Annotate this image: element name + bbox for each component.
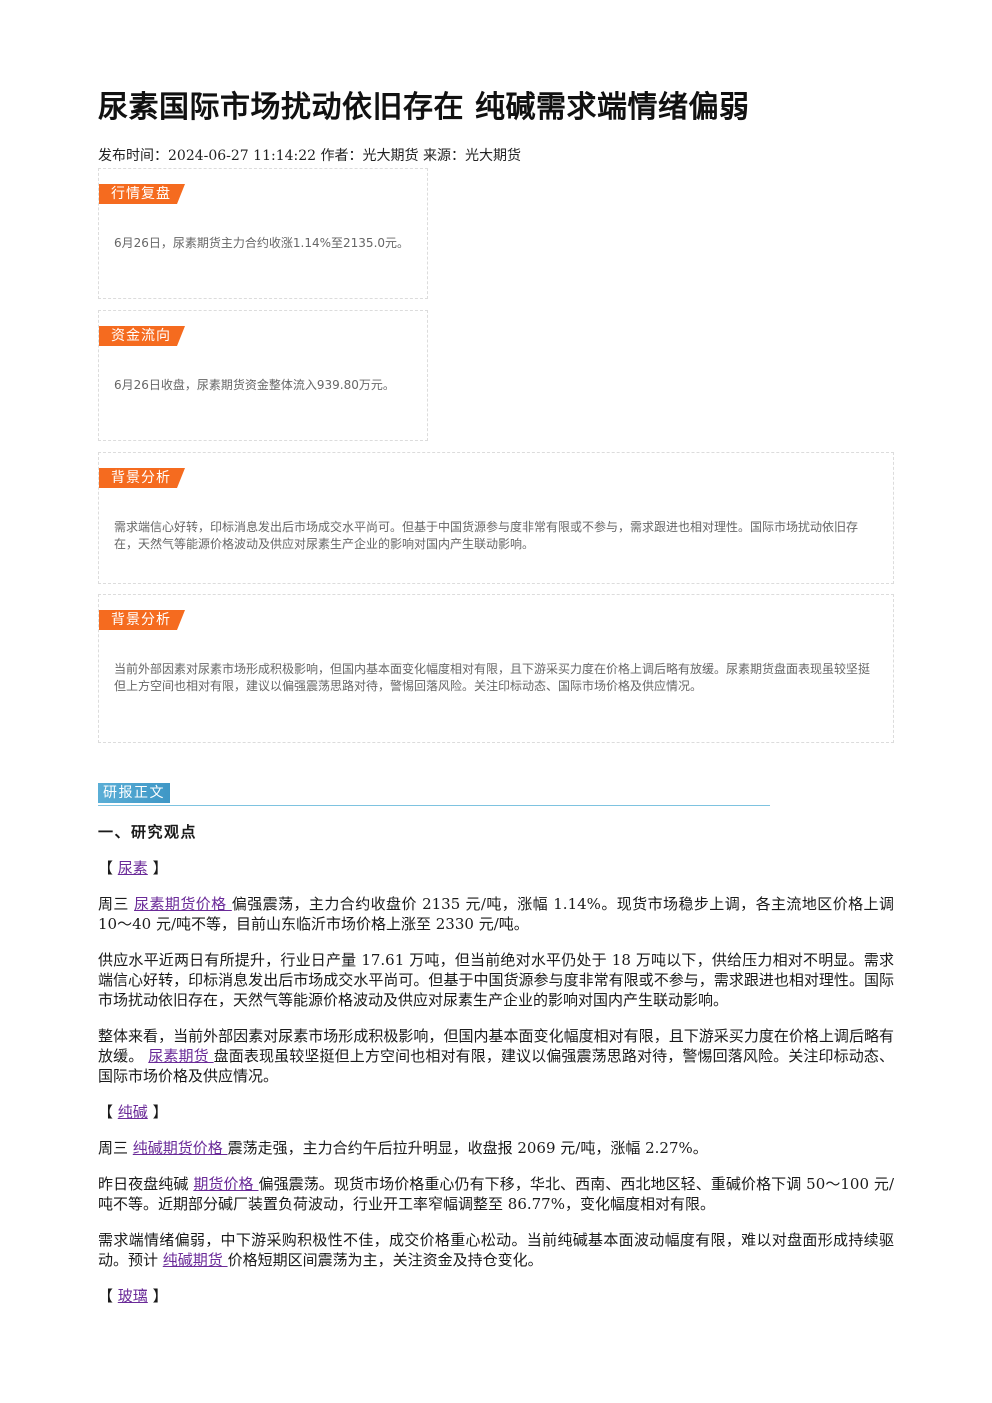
source: 光大期货 [464, 148, 521, 164]
text: 需求端情绪偏弱，中下游采购积极性不佳，成交价格重心松动。当前纯碱基本面波动幅度有… [98, 1231, 894, 1269]
soda-paragraph-1: 周三 纯碱期货价格 震荡走强，主力合约午后拉升明显，收盘报 2069 元/吨，涨… [98, 1138, 894, 1158]
summary-tag: 背景分析 [99, 610, 185, 630]
summary-text: 6月26日，尿素期货主力合约收涨1.14%至2135.0元。 [114, 236, 410, 250]
soda-heading: 【 纯碱 】 [98, 1102, 894, 1122]
soda-link[interactable]: 纯碱 [117, 1103, 148, 1121]
soda-futures-price-link[interactable]: 纯碱期货价格 [132, 1139, 228, 1157]
text: 偏强震荡。现货市场价格重心仍有下移，华北、西南、西北地区轻、重碱价格下调 50～… [98, 1175, 895, 1213]
urea-paragraph-3: 整体来看，当前外部因素对尿素市场形成积极影响，但国内基本面变化幅度相对有限，且下… [98, 1026, 894, 1086]
heading-research-view: 一、研究观点 [98, 823, 198, 841]
article: 尿素国际市场扰动依旧存在 纯碱需求端情绪偏弱 发布时间：2024-06-27 1… [98, 88, 894, 1306]
soda-futures-link[interactable]: 纯碱期货 [162, 1251, 228, 1269]
author-label: 作者： [316, 148, 363, 164]
urea-futures-link[interactable]: 尿素期货 [148, 1047, 214, 1065]
publish-time-label: 发布时间： [98, 148, 168, 164]
summary-text: 需求端信心好转，印标消息发出后市场成交水平尚可。但基于中国货源参与度非常有限或不… [114, 520, 859, 551]
soda-paragraph-2: 昨日夜盘纯碱 期货价格 偏强震荡。现货市场价格重心仍有下移，华北、西南、西北地区… [98, 1174, 894, 1214]
urea-link[interactable]: 尿素 [117, 859, 148, 877]
text: 周三 [98, 895, 135, 913]
publish-time: 2024-06-27 11:14:22 [168, 148, 317, 164]
glass-link[interactable]: 玻璃 [117, 1287, 148, 1305]
bracket-close: 】 [147, 859, 168, 877]
text: 偏强震荡，主力合约收盘价 2135 元/吨，涨幅 1.14%。现货市场稳步上调，… [98, 895, 894, 933]
text: 整体来看，当前外部因素对尿素市场形成积极影响，但国内基本面变化幅度相对有限，且下… [98, 1027, 894, 1065]
soda-paragraph-3: 需求端情绪偏弱，中下游采购积极性不佳，成交价格重心松动。当前纯碱基本面波动幅度有… [98, 1230, 894, 1270]
text: 昨日夜盘纯碱 [98, 1175, 194, 1193]
text: 盘面表现虽较坚挺但上方空间也相对有限，建议以偏强震荡思路对待，警惕回落风险。关注… [98, 1047, 894, 1085]
section-label: 研报正文 [98, 783, 170, 803]
summary-box-capital-flow: 资金流向 6月26日收盘，尿素期货资金整体流入939.80万元。 [98, 310, 428, 441]
bracket-open: 【 [98, 859, 118, 877]
author: 光大期货 [362, 148, 419, 164]
bracket-close: 】 [147, 1287, 168, 1305]
summary-text: 6月26日收盘，尿素期货资金整体流入939.80万元。 [114, 378, 395, 392]
glass-heading: 【 玻璃 】 [98, 1286, 894, 1306]
source-label: 来源： [418, 148, 465, 164]
futures-price-link[interactable]: 期货价格 [193, 1175, 259, 1193]
text: 周三 [98, 1139, 133, 1157]
urea-heading: 【 尿素 】 [98, 858, 894, 878]
bracket-open: 【 [98, 1287, 118, 1305]
summary-tag: 资金流向 [99, 326, 185, 346]
urea-futures-price-link[interactable]: 尿素期货价格 [134, 895, 232, 913]
bracket-open: 【 [98, 1103, 118, 1121]
summary-box-background-1: 背景分析 需求端信心好转，印标消息发出后市场成交水平尚可。但基于中国货源参与度非… [98, 452, 894, 584]
section-header: 研报正文 [98, 783, 770, 806]
summary-tag: 行情复盘 [99, 184, 185, 204]
summary-box-background-2: 背景分析 当前外部因素对尿素市场形成积极影响，但国内基本面变化幅度相对有限，且下… [98, 594, 894, 743]
text: 震荡走强，主力合约午后拉升明显，收盘报 2069 元/吨，涨幅 2.27%。 [227, 1139, 708, 1157]
urea-paragraph-1: 周三 尿素期货价格 偏强震荡，主力合约收盘价 2135 元/吨，涨幅 1.14%… [98, 894, 894, 934]
text: 价格短期区间震荡为主，关注资金及持仓变化。 [227, 1251, 543, 1269]
summary-tag: 背景分析 [99, 468, 185, 488]
urea-paragraph-2: 供应水平近两日有所提升，行业日产量 17.61 万吨，但当前绝对水平仍处于 18… [98, 951, 894, 1009]
summary-text: 当前外部因素对尿素市场形成积极影响，但国内基本面变化幅度相对有限，且下游采买力度… [114, 662, 871, 693]
article-meta: 发布时间：2024-06-27 11:14:22 作者：光大期货 来源：光大期货 [98, 146, 894, 166]
bracket-close: 】 [147, 1103, 168, 1121]
page-title: 尿素国际市场扰动依旧存在 纯碱需求端情绪偏弱 [98, 90, 750, 125]
summary-box-market-review: 行情复盘 6月26日，尿素期货主力合约收涨1.14%至2135.0元。 [98, 168, 428, 299]
